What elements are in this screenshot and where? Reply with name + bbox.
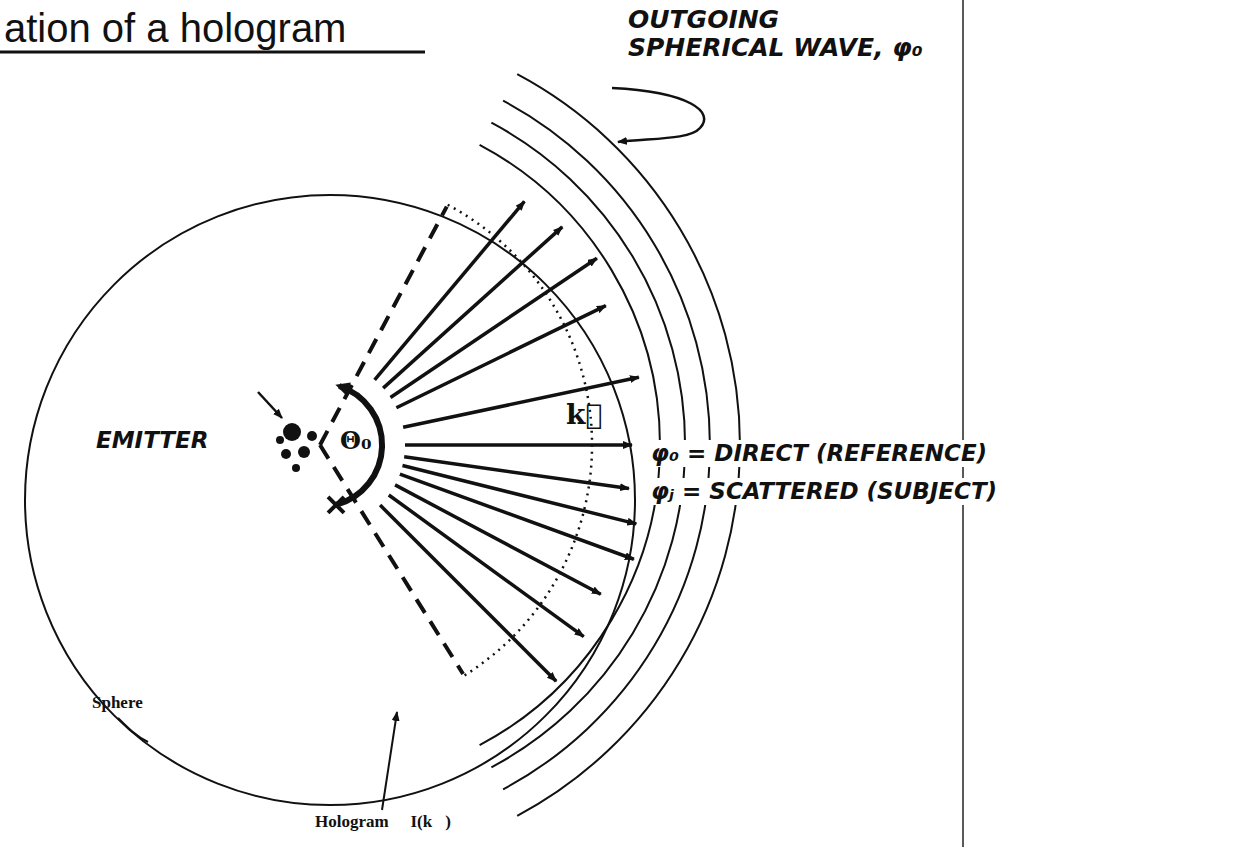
- wave-vector-arrow: [405, 443, 632, 447]
- reference-wave-label: φ₀ = DIRECT (REFERENCE): [648, 440, 990, 467]
- wave-vector-arrow: [383, 227, 562, 388]
- atom-dot: [283, 423, 301, 441]
- angle-arc: [336, 386, 382, 505]
- wave-vector-arrow: [380, 505, 556, 681]
- divider-line: [962, 0, 964, 847]
- wave-vector-arrow: [390, 258, 596, 397]
- sphere-label: Sphere: [92, 694, 143, 713]
- x-mark: [328, 497, 344, 513]
- emitter-label: EMITTER: [96, 428, 208, 453]
- sphere-leader: [118, 718, 148, 742]
- atom-dot: [307, 431, 317, 441]
- atom-dot: [298, 446, 310, 458]
- wavevector-label: k⃗: [566, 400, 602, 431]
- wave-label: OUTGOING SPHERICAL WAVE, φ₀: [628, 6, 928, 61]
- wave-vector-arrow: [402, 466, 636, 524]
- angle-label: Θ₀: [340, 428, 371, 454]
- slide-title: ation of a hologram: [4, 6, 346, 50]
- atom-dot: [281, 449, 291, 459]
- wave-vector-arrow: [395, 485, 601, 594]
- atom-dot: [276, 436, 284, 444]
- atom-dot: [292, 464, 300, 472]
- cone-line: [320, 445, 463, 674]
- hologram-leader: [382, 712, 397, 810]
- wave-leader: [612, 88, 704, 142]
- wave-vector-arrow: [403, 377, 639, 427]
- subject-wave-label: φⱼ = SCATTERED (SUBJECT): [648, 478, 1000, 505]
- wave-vector-arrow: [375, 201, 525, 379]
- wave-vector-arrow: [400, 474, 634, 559]
- title-underline: [0, 51, 425, 54]
- cone-line: [320, 207, 447, 445]
- hologram-label: Hologram ∝ I(k⃗): [312, 812, 454, 833]
- emitter-pointer: [258, 392, 282, 418]
- wave-vector-arrow: [389, 495, 584, 637]
